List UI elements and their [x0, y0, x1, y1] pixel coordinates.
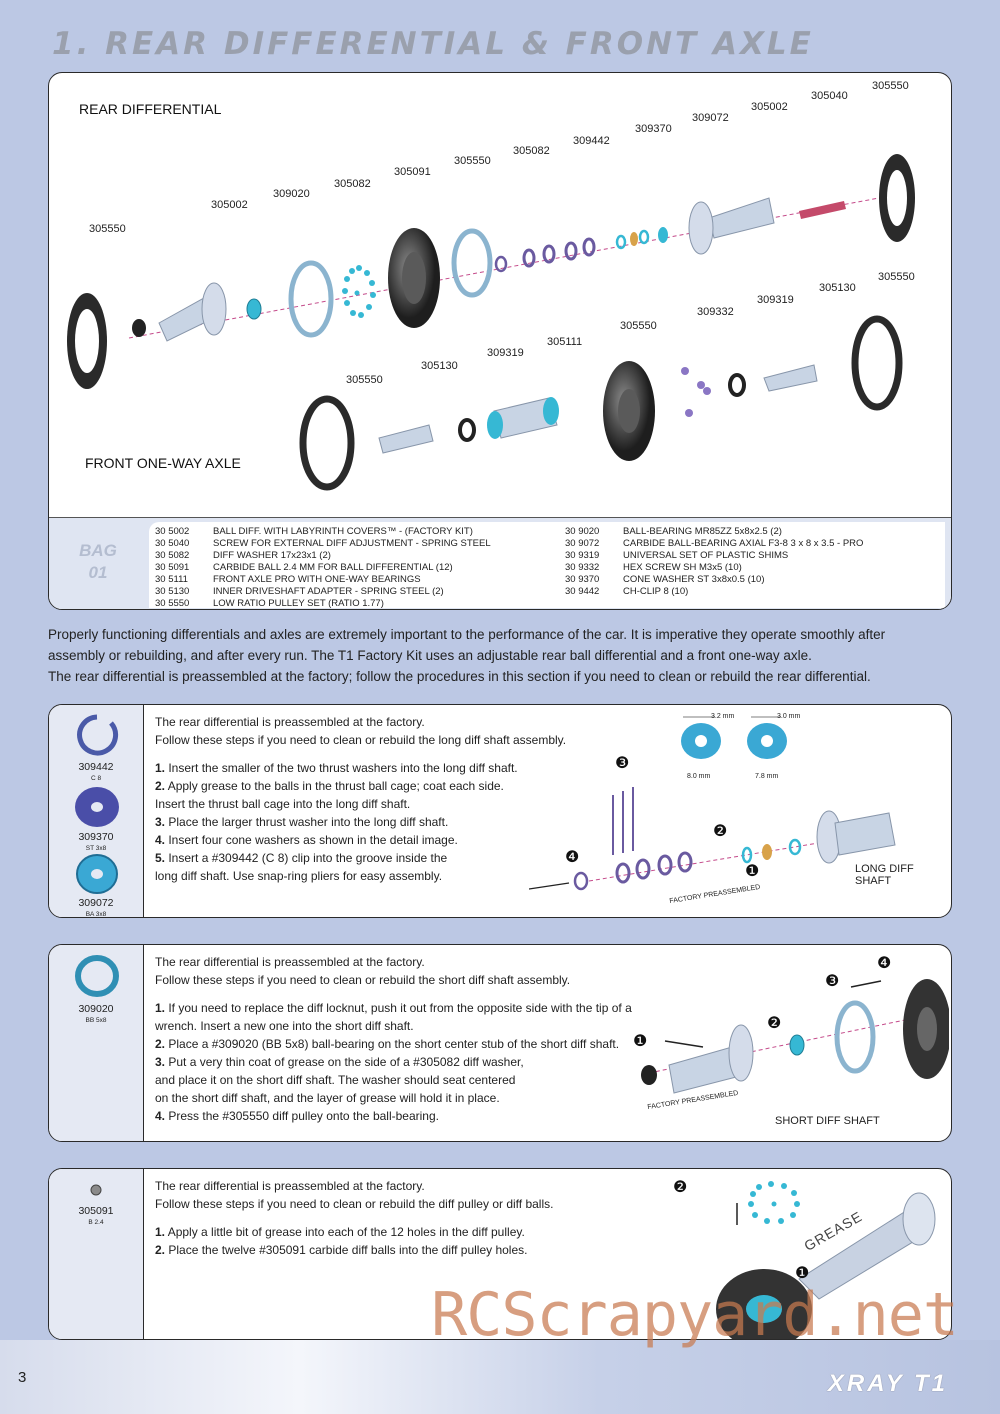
step-marker: ❸: [615, 755, 630, 772]
step-marker: ❷: [767, 1015, 782, 1032]
step-marker: ❸: [825, 973, 840, 990]
page-title: 1. REAR DIFFERENTIAL & FRONT AXLE: [52, 26, 814, 62]
step-marker: ❷: [673, 1179, 688, 1196]
callout-front: 305130: [421, 360, 458, 372]
step1-illustration: [529, 716, 896, 891]
callout-rear: 309020: [273, 188, 310, 200]
callout-rear: 305002: [211, 199, 248, 211]
step-marker: ❹: [877, 955, 892, 972]
callout-front: 309332: [697, 306, 734, 318]
step-marker: ❹: [565, 849, 580, 866]
callout-rear: 305002: [751, 101, 788, 113]
watermark: RCScrapyard.net: [431, 1280, 959, 1350]
exploded-diagram-panel: REAR DIFFERENTIAL FRONT ONE-WAY AXLE: [48, 72, 952, 610]
dim-label: 8.0 mm: [687, 773, 711, 780]
intro-paragraph: Properly functioning differentials and a…: [48, 627, 886, 684]
step-instructions: The rear differential is preassembled at…: [155, 955, 632, 1123]
bearing-icon: [75, 955, 119, 997]
callout-front: 309319: [487, 347, 524, 359]
step-instructions: The rear differential is preassembled at…: [155, 1179, 554, 1257]
callout-rear: 305550: [89, 223, 126, 235]
callout-rear: 305091: [394, 166, 431, 178]
bag-label: BAG 01: [79, 541, 117, 582]
dim-label: 3.2 mm: [711, 713, 735, 720]
clip-icon: [77, 714, 119, 756]
page-number: 3: [18, 1369, 27, 1386]
callout-rear: 309442: [573, 135, 610, 147]
callout-front: 309319: [757, 294, 794, 306]
bearing-icon: [76, 854, 118, 894]
step-instructions: The rear differential is preassembled at…: [155, 715, 567, 883]
cone-washer-icon: [75, 787, 119, 827]
callout-front: 305550: [878, 271, 915, 283]
brand-logo: XRAY T1: [827, 1370, 948, 1397]
rear-diff-label: REAR DIFFERENTIAL: [79, 101, 222, 117]
callout-rear: 309370: [635, 123, 672, 135]
dim-label: 3.0 mm: [777, 713, 801, 720]
step3-illustration: [716, 1181, 936, 1339]
callout-rear: 305082: [334, 178, 371, 190]
step-marker: ❶: [633, 1033, 648, 1050]
callout-front: 305550: [620, 320, 657, 332]
step-marker: ❷: [713, 823, 728, 840]
step2-illustration: [641, 979, 949, 1094]
step-marker: ❶: [745, 863, 760, 880]
ball-icon: [90, 1184, 102, 1196]
callout-rear: 305082: [513, 145, 550, 157]
callout-rear: 309072: [692, 112, 729, 124]
dim-label: 7.8 mm: [755, 773, 779, 780]
exploded-diagram-graphic: [67, 154, 915, 491]
footer-band: [0, 1340, 1000, 1414]
callout-rear: 305040: [811, 90, 848, 102]
long-diff-shaft-label: LONG DIFF SHAFT: [855, 863, 914, 887]
callout-front: 305111: [547, 336, 583, 348]
short-diff-shaft-label: SHORT DIFF SHAFT: [775, 1115, 880, 1127]
callout-front: 305130: [819, 282, 856, 294]
callout-rear: 305550: [872, 80, 909, 92]
front-axle-label: FRONT ONE-WAY AXLE: [85, 455, 241, 471]
callout-front: 305550: [346, 374, 383, 386]
callout-rear: 305550: [454, 155, 491, 167]
step-marker: ❶: [795, 1265, 810, 1282]
